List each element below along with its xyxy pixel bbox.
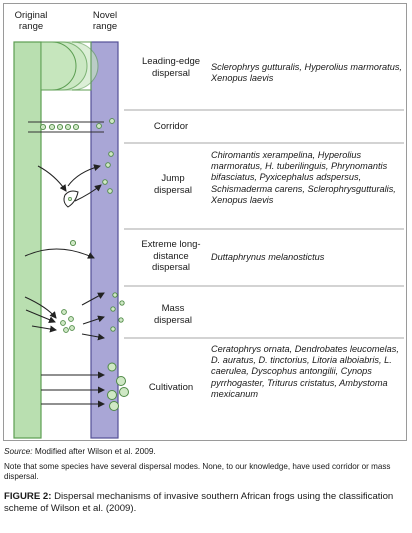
dispersal-diagram bbox=[13, 41, 404, 439]
novel-range-bar bbox=[90, 41, 119, 439]
original-range-bar bbox=[13, 41, 42, 439]
novel-range-label: Novel range bbox=[92, 10, 118, 32]
figure-frame bbox=[3, 3, 407, 441]
extreme-source-dot bbox=[69, 239, 77, 247]
figure-caption: FIGURE 2: Dispersal mechanisms of invasi… bbox=[4, 491, 408, 515]
mode-label-mass: Mass dispersal bbox=[153, 303, 193, 326]
row-separators bbox=[124, 109, 404, 339]
mode-label-extreme: Extreme long-distance dispersal bbox=[141, 239, 201, 273]
caption-text: Dispersal mechanisms of invasive souther… bbox=[4, 491, 394, 514]
caption-label: FIGURE 2: bbox=[4, 491, 52, 502]
cultivation-arrows bbox=[41, 371, 105, 408]
species-leading-edge: Sclerophrys gutturalis, Hyperolius marmo… bbox=[211, 62, 402, 84]
species-cultivation: Ceratophrys ornata, Dendrobates leucomel… bbox=[211, 344, 399, 399]
jump-dots bbox=[102, 151, 114, 194]
species-jump: Chiromantis xerampelina, Hyperolius marm… bbox=[211, 150, 396, 205]
jump-vessel-dot bbox=[68, 197, 72, 201]
source-line: Source: Modified after Wilson et al. 200… bbox=[4, 446, 156, 456]
jump-arrows bbox=[37, 164, 102, 202]
note-text: Note that some species have several disp… bbox=[4, 462, 391, 481]
cultivation-dots bbox=[107, 362, 129, 411]
mode-label-corridor: Corridor bbox=[153, 121, 189, 132]
mass-dots bbox=[60, 292, 125, 333]
source-label: Source: bbox=[4, 446, 33, 456]
corridor-dots bbox=[39, 118, 115, 131]
mode-label-leading-edge: Leading-edge dispersal bbox=[141, 56, 201, 79]
original-range-label: Original range bbox=[14, 10, 48, 32]
mode-label-cultivation: Cultivation bbox=[148, 382, 194, 393]
corridor-channel bbox=[28, 121, 104, 133]
source-text: Modified after Wilson et al. 2009. bbox=[34, 446, 156, 456]
leading-edge-waves bbox=[40, 41, 99, 91]
extreme-arrow bbox=[24, 248, 95, 259]
species-extreme: Duttaphrynus melanostictus bbox=[211, 252, 325, 262]
mode-label-jump: Jump dispersal bbox=[153, 173, 193, 196]
mass-arrows bbox=[24, 292, 105, 341]
